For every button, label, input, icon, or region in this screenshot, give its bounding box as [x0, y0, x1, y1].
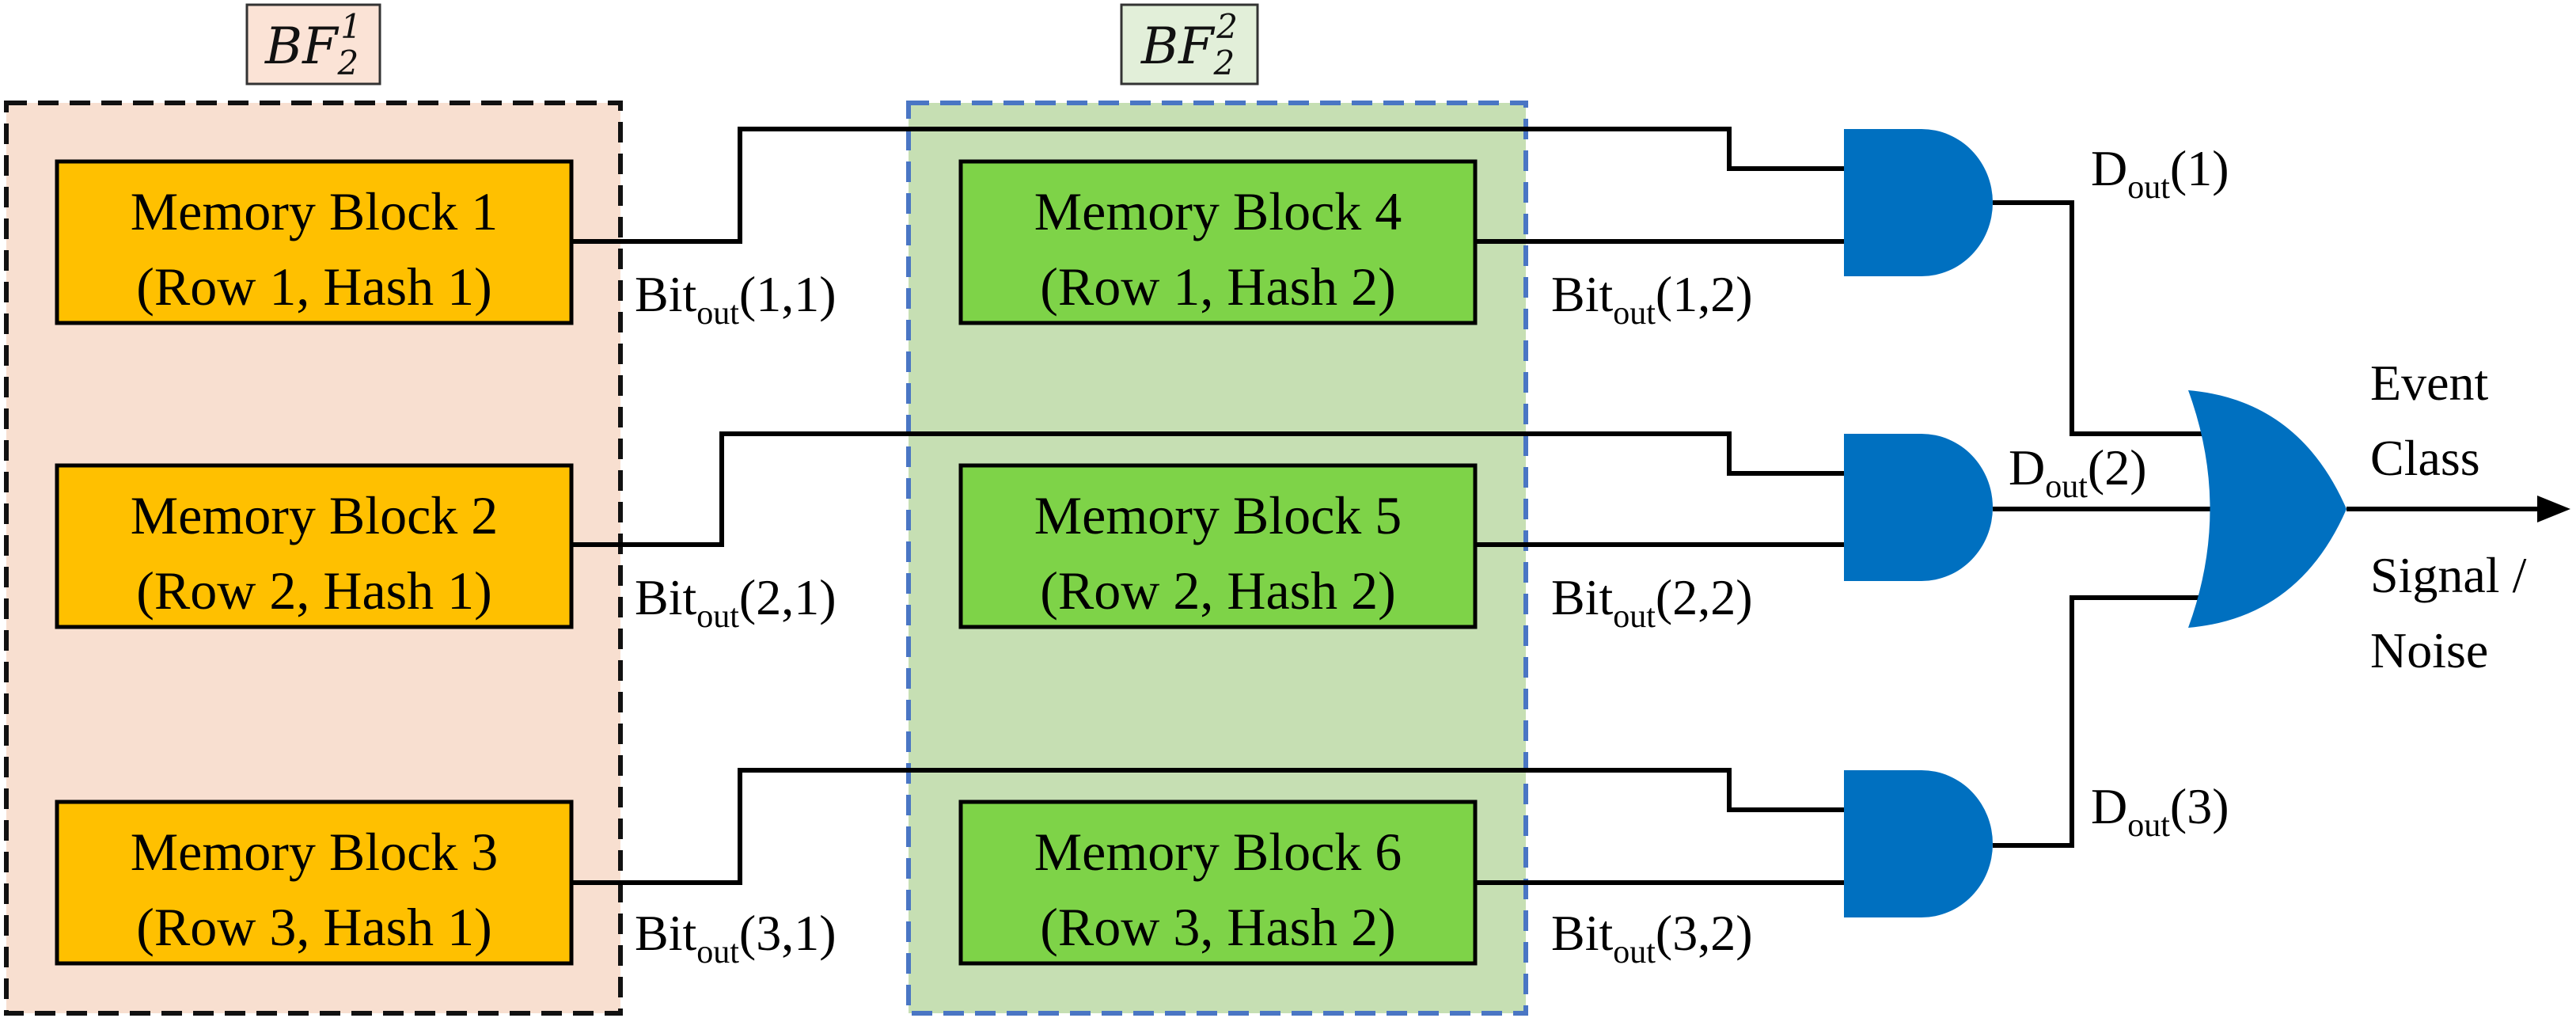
memory-block-5-params: (Row 2, Hash 2): [1040, 560, 1396, 621]
memory-block-3-params: (Row 3, Hash 1): [136, 897, 492, 957]
output-event-label: Event: [2370, 355, 2489, 411]
memory-block-3: Memory Block 3 (Row 3, Hash 1): [55, 800, 574, 966]
dout-label-1: Dout(1): [2091, 140, 2229, 206]
memory-block-6-params: (Row 3, Hash 2): [1040, 897, 1396, 957]
memory-block-5: Memory Block 5 (Row 2, Hash 2): [958, 463, 1478, 629]
output-class-label: Class: [2370, 430, 2480, 486]
memory-block-2-params: (Row 2, Hash 1): [136, 560, 492, 621]
wire-bit-3-1: [571, 768, 1844, 885]
or-gate: [2188, 390, 2346, 628]
output-signal-label: Signal /: [2370, 547, 2527, 603]
memory-block-2-name: Memory Block 2: [131, 485, 499, 545]
memory-block-3-name: Memory Block 3: [131, 822, 499, 882]
dout-label-2: Dout(2): [2009, 439, 2147, 505]
bit-label-3-2: Bitout(3,2): [1551, 905, 1753, 971]
bit-label-3-1: Bitout(3,1): [635, 905, 837, 971]
output-noise-label: Noise: [2370, 622, 2488, 678]
bf2-tag-box: [1120, 3, 1259, 85]
bit-label-1-2: Bitout(1,2): [1551, 266, 1753, 332]
and-gate-3: [1844, 770, 1993, 917]
memory-block-4: Memory Block 4 (Row 1, Hash 2): [958, 159, 1478, 325]
memory-block-1-name: Memory Block 1: [131, 181, 499, 241]
bit-label-2-1: Bitout(2,1): [635, 569, 837, 635]
memory-block-4-name: Memory Block 4: [1034, 181, 1402, 241]
dout-label-3: Dout(3): [2091, 778, 2229, 844]
wire-bit-2-1: [571, 431, 1844, 547]
wire-dout-3: [1993, 595, 2212, 848]
memory-block-5-name: Memory Block 5: [1034, 485, 1402, 545]
memory-block-1-params: (Row 1, Hash 1): [136, 256, 492, 317]
bit-label-1-1: Bitout(1,1): [635, 266, 837, 332]
and-gate-2: [1844, 434, 1993, 581]
memory-block-4-params: (Row 1, Hash 2): [1040, 256, 1396, 317]
memory-block-6: Memory Block 6 (Row 3, Hash 2): [958, 800, 1478, 966]
bf2-tag: BF22: [1140, 7, 1238, 82]
bf1-tag: BF21: [264, 7, 362, 82]
bit-label-2-2: Bitout(2,2): [1551, 569, 1753, 635]
wires: [571, 127, 2540, 885]
wire-dout-1: [1993, 200, 2212, 436]
wire-bit-1-1: [571, 127, 1844, 244]
memory-block-1: Memory Block 1 (Row 1, Hash 1): [55, 159, 574, 325]
output-arrowhead: [2537, 496, 2570, 522]
bf1-tag-box: [245, 3, 381, 85]
and-gate-1: [1844, 129, 1993, 276]
memory-block-6-name: Memory Block 6: [1034, 822, 1402, 882]
memory-block-2: Memory Block 2 (Row 2, Hash 1): [55, 463, 574, 629]
